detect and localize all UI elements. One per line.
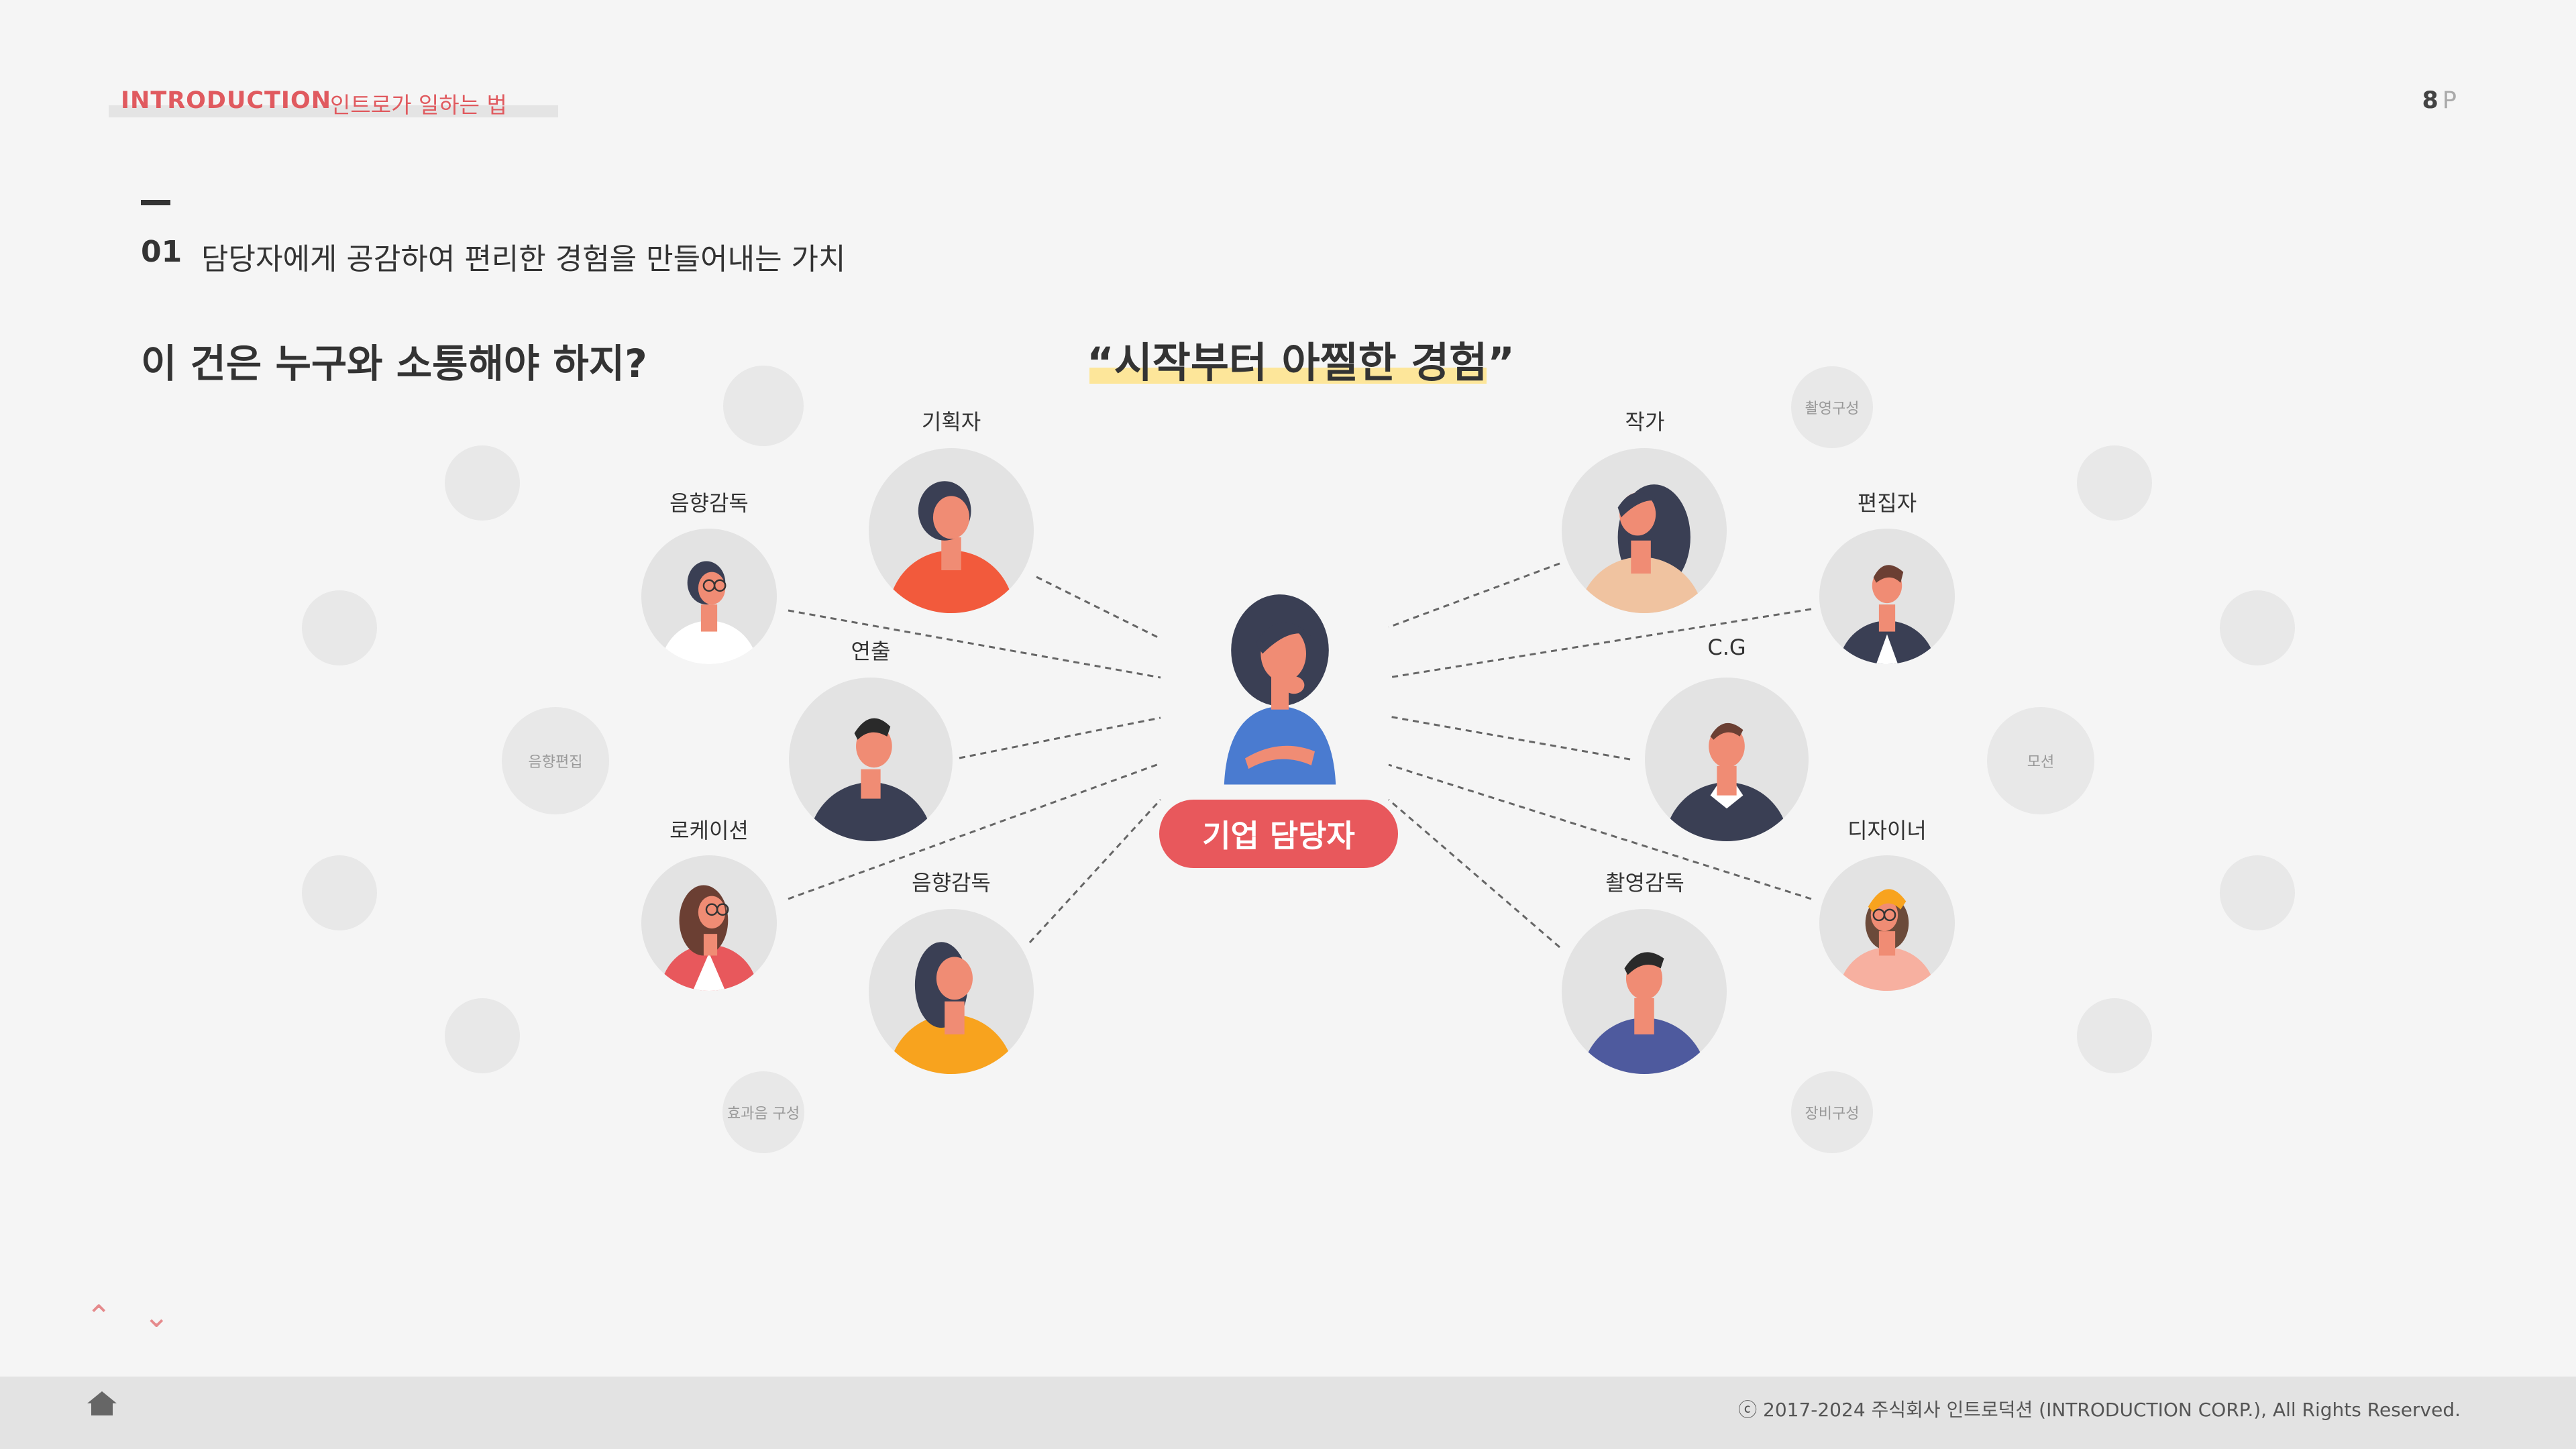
faint-circle-sfx: 효과음 구성 (722, 1071, 804, 1153)
header-subtitle[interactable]: 인트로가 일하는 법 (330, 92, 507, 118)
faint-label: 촬영구성 (1805, 400, 1860, 417)
avatar-sound-director-2[interactable] (869, 909, 1034, 1074)
center-person-illustration (1224, 594, 1336, 785)
person-label-designer: 디자이너 (1847, 818, 1927, 843)
faint-circle (2077, 998, 2152, 1073)
person-label-editor: 편집자 (1857, 490, 1917, 516)
person-label-sound-director-2: 음향감독 (912, 870, 991, 896)
avatar-cg[interactable] (1645, 678, 1809, 841)
connector-line (788, 762, 1161, 900)
person-label-planner: 기획자 (921, 409, 981, 435)
faint-circle-shoot-plan: 촬영구성 (1791, 366, 1873, 448)
faint-circle (445, 998, 520, 1073)
connector-line (1036, 576, 1161, 640)
center-badge[interactable]: 기업 담당자 (1159, 800, 1398, 868)
avatar-sound-director[interactable] (641, 529, 777, 664)
faint-circle (2220, 590, 2295, 665)
connector-line (1388, 763, 1812, 900)
faint-circle (302, 855, 377, 930)
page-suffix: P (2442, 87, 2457, 114)
page-number-value: 8 (2422, 87, 2438, 114)
avatar-dop[interactable] (1562, 909, 1727, 1074)
faint-circle (2077, 445, 2152, 521)
connector-line (1388, 608, 1812, 679)
connector-line (1388, 562, 1560, 629)
question-heading: 이 건은 누구와 소통해야 하지? (141, 341, 647, 386)
header-underline (109, 105, 558, 117)
connector-line (1388, 798, 1560, 949)
chevron-up-icon[interactable]: ⌃ (86, 1298, 112, 1334)
avatar-director[interactable] (789, 678, 953, 841)
faint-circle (723, 366, 804, 446)
connector-line (959, 716, 1161, 759)
footer-bar (0, 1377, 2576, 1449)
connector-line (788, 609, 1161, 679)
connector-line (1028, 798, 1162, 944)
avatar-writer[interactable] (1562, 448, 1727, 613)
avatar-location[interactable] (641, 855, 777, 991)
brand-label[interactable]: INTRODUCTION (121, 87, 331, 114)
section-title: 담당자에게 공감하여 편리한 경험을 만들어내는 가치 (201, 242, 846, 276)
section-dash (141, 200, 170, 205)
avatar-editor[interactable] (1819, 529, 1955, 664)
faint-label: 효과음 구성 (727, 1106, 800, 1122)
copyright-text: ⓒ 2017-2024 주식회사 인트로덕션 (INTRODUCTION COR… (1738, 1399, 2461, 1421)
person-label-writer: 작가 (1625, 409, 1665, 435)
faint-circle-sound-edit: 음향편집 (502, 707, 609, 814)
avatar-designer[interactable] (1819, 855, 1955, 991)
faint-circle (302, 590, 377, 665)
faint-circle-equipment: 장비구성 (1791, 1071, 1873, 1153)
faint-circle (2220, 855, 2295, 930)
faint-circle-motion: 모션 (1987, 707, 2094, 814)
faint-circle (445, 445, 520, 521)
quote-highlight (1089, 368, 1487, 384)
person-label-dop: 촬영감독 (1605, 870, 1684, 896)
faint-label: 음향편집 (528, 754, 583, 771)
connector-line (1388, 715, 1631, 761)
home-icon[interactable] (86, 1390, 118, 1419)
avatar-planner[interactable] (869, 448, 1034, 613)
section-number: 01 (141, 235, 182, 269)
faint-label: 장비구성 (1805, 1106, 1860, 1122)
quote-heading: “시작부터 아찔한 경험” (1087, 338, 1515, 387)
person-label-director: 연출 (851, 639, 891, 664)
person-label-sound-director: 음향감독 (669, 490, 749, 516)
chevron-down-icon[interactable]: ⌄ (144, 1298, 170, 1334)
person-label-location: 로케이션 (669, 818, 749, 843)
faint-label: 모션 (2027, 754, 2055, 771)
center-figure (1193, 584, 1367, 785)
person-label-cg: C.G (1707, 635, 1746, 660)
